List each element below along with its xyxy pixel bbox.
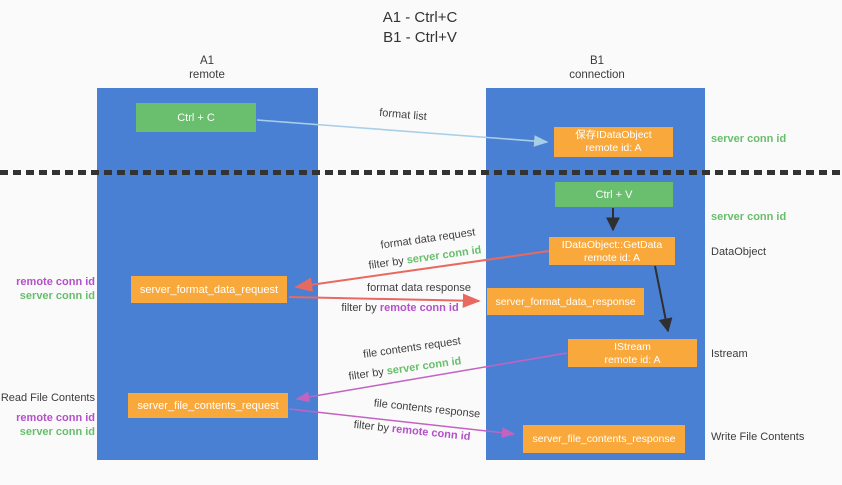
node-save-dataobject: 保存IDataObject remote id: A bbox=[554, 127, 673, 157]
filter-prefix: filter by bbox=[341, 302, 377, 314]
annotation-remote-conn-id: remote conn id bbox=[16, 412, 95, 424]
label-filter-file-response: filter by remote conn id bbox=[327, 416, 497, 446]
title-line-2: B1 - Ctrl+V bbox=[383, 29, 457, 46]
node-istream: IStream remote id: A bbox=[568, 339, 697, 367]
filter-key-server-conn-id: server conn id bbox=[385, 355, 463, 378]
lane-a-subtitle: remote bbox=[189, 69, 225, 81]
filter-key-remote-conn-id: remote conn id bbox=[379, 302, 459, 314]
node-server-format-data-request: server_format_data_request bbox=[131, 276, 287, 303]
annotation-write-file-contents: Write File Contents bbox=[711, 431, 805, 443]
node-idataobject-getdata: IDataObject::GetData remote id: A bbox=[549, 237, 675, 265]
label-format-data-response: format data response bbox=[367, 282, 471, 294]
lane-a-name: A1 bbox=[199, 55, 215, 67]
node-istream-line2: remote id: A bbox=[604, 354, 661, 366]
annotation-read-file-contents: Read File Contents remote conn id server… bbox=[0, 391, 95, 439]
node-save-dataobject-line1: 保存IDataObject bbox=[575, 129, 652, 141]
lane-b-header: B1 connection bbox=[537, 54, 657, 82]
filter-prefix: filter by bbox=[367, 255, 405, 272]
annotation-istream: Istream bbox=[711, 348, 748, 360]
node-ctrl-v: Ctrl + V bbox=[555, 182, 673, 207]
annotation-dataobject: DataObject bbox=[711, 246, 767, 258]
annotation-read-file-title: Read File Contents bbox=[0, 392, 95, 404]
filter-prefix: filter by bbox=[353, 418, 390, 435]
node-server-file-contents-request: server_file_contents_request bbox=[128, 393, 288, 418]
filter-key-remote-conn-id: remote conn id bbox=[391, 422, 471, 444]
annotation-remote-conn-id: remote conn id bbox=[16, 276, 95, 288]
filter-key-server-conn-id: server conn id bbox=[405, 244, 483, 267]
annotation-server-conn-id: server conn id bbox=[19, 426, 95, 438]
node-istream-line1: IStream bbox=[614, 341, 651, 353]
node-getdata-line2: remote id: A bbox=[583, 252, 641, 264]
node-getdata-line1: IDataObject::GetData bbox=[561, 239, 663, 251]
annotation-server-conn-id-mid: server conn id bbox=[711, 211, 787, 223]
section-divider-dotted-line bbox=[0, 170, 842, 175]
node-save-dataobject-line2: remote id: A bbox=[585, 142, 642, 154]
title-line-1: A1 - Ctrl+C bbox=[382, 9, 458, 26]
node-server-format-data-response: server_format_data_response bbox=[487, 288, 644, 315]
label-format-list: format list bbox=[378, 106, 428, 124]
annotation-format-conn-ids: remote conn id server conn id bbox=[0, 275, 95, 303]
diagram-title: A1 - Ctrl+C B1 - Ctrl+V bbox=[320, 8, 520, 48]
node-ctrl-c: Ctrl + C bbox=[136, 103, 256, 132]
annotation-server-conn-id-top: server conn id bbox=[711, 133, 787, 145]
label-filter-format-response: filter by remote conn id bbox=[315, 302, 485, 314]
lane-a-header: A1 remote bbox=[147, 54, 267, 82]
lane-b-name: B1 bbox=[589, 55, 605, 67]
annotation-server-conn-id: server conn id bbox=[19, 290, 95, 302]
lane-b-subtitle: connection bbox=[569, 69, 625, 81]
node-server-file-contents-response: server_file_contents_response bbox=[523, 425, 685, 453]
filter-prefix: filter by bbox=[347, 366, 385, 383]
